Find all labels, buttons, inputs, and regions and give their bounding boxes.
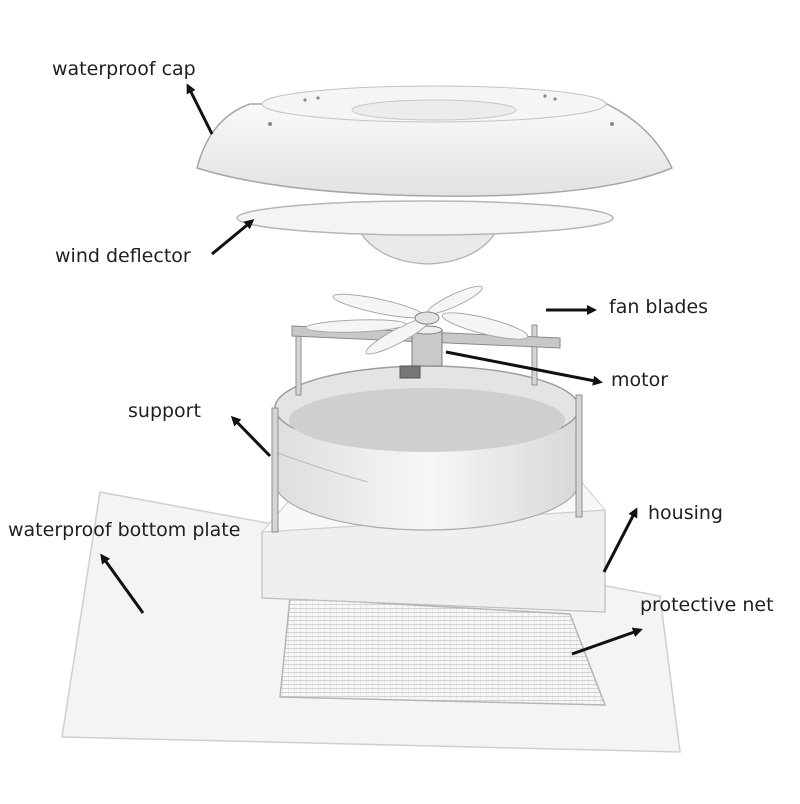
fan-cylinder bbox=[274, 365, 580, 531]
protective-net-label: protective net bbox=[640, 594, 774, 616]
wind-deflector bbox=[236, 200, 614, 265]
arrow-housing bbox=[602, 507, 638, 573]
housing-label: housing bbox=[648, 502, 723, 524]
fan-blades-label: fan blades bbox=[609, 296, 709, 318]
arrow-waterproof-cap bbox=[186, 83, 214, 135]
arrow-support bbox=[230, 415, 272, 458]
protective-net bbox=[279, 597, 607, 706]
arrow-waterproof-bottom-plate bbox=[100, 553, 145, 614]
leader-arrows bbox=[100, 83, 643, 656]
fan-blades bbox=[305, 285, 529, 355]
waterproof-cap-label: waterproof cap bbox=[52, 58, 196, 80]
waterproof-bottom-plate-label: waterproof bottom plate bbox=[8, 519, 241, 541]
waterproof-cap bbox=[196, 85, 674, 197]
arrow-wind-deflector bbox=[211, 219, 255, 256]
arrow-protective-net bbox=[571, 627, 643, 656]
wind-deflector-label: wind deflector bbox=[55, 245, 191, 267]
motor bbox=[399, 325, 443, 379]
motor-label: motor bbox=[611, 369, 669, 391]
arrow-motor bbox=[445, 350, 603, 386]
support-label: support bbox=[128, 400, 201, 422]
